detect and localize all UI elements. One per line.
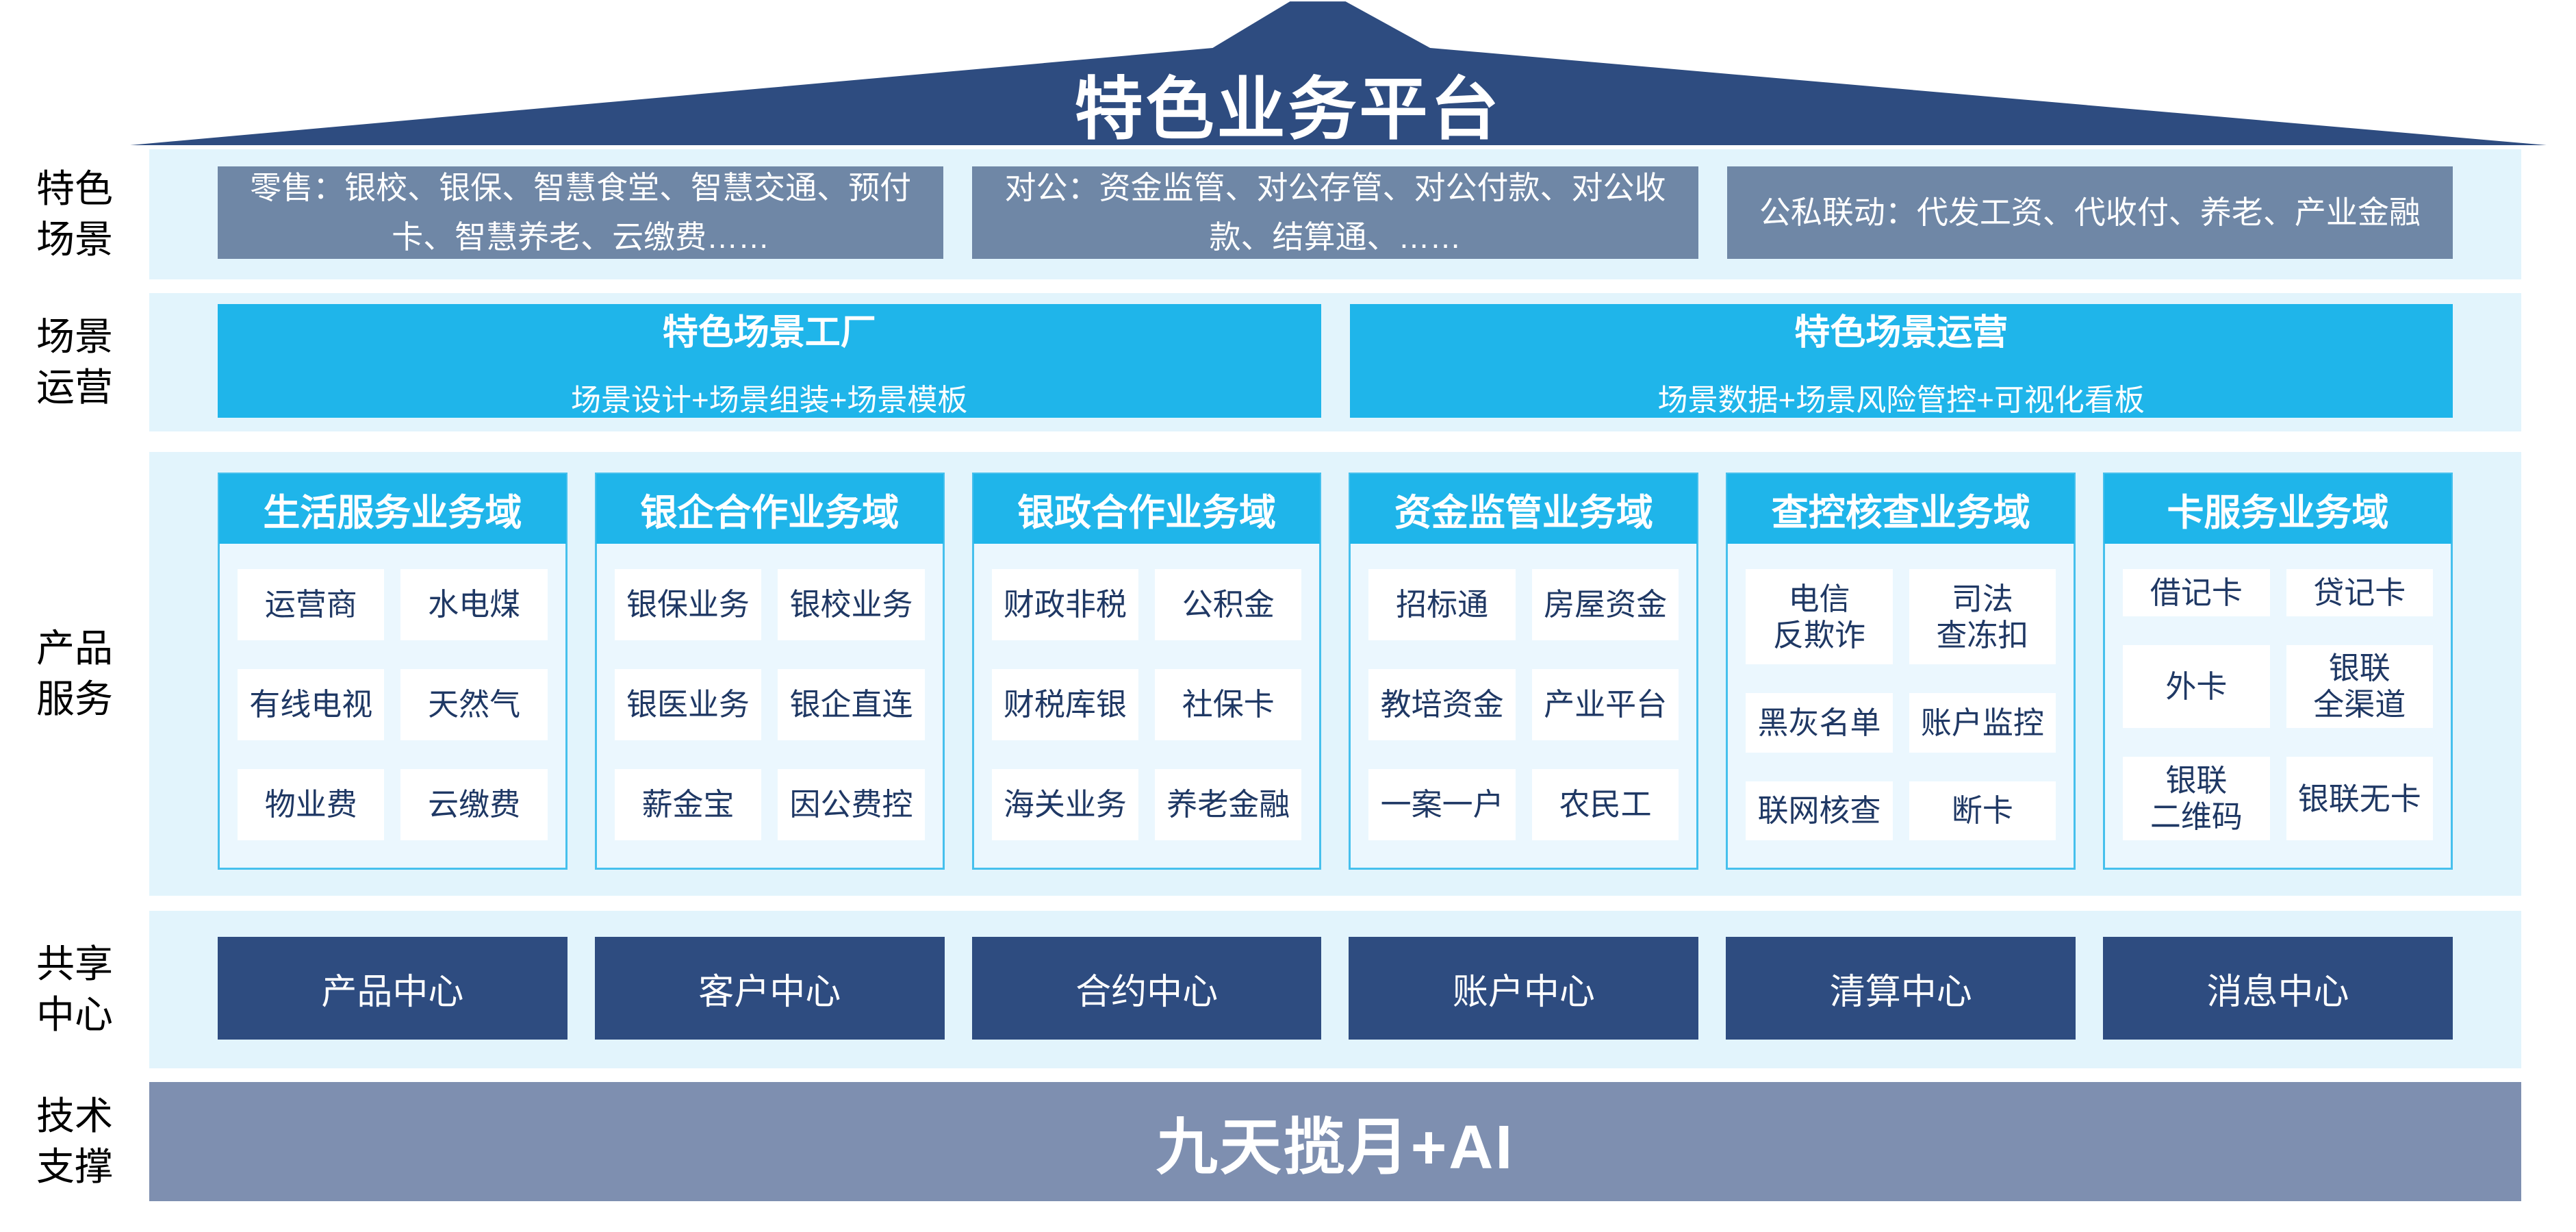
product-column-body: 借记卡 贷记卡 外卡 银联 全渠道 银联 二维码 银联无卡: [2105, 543, 2451, 868]
share-center-box-customer: 客户中心: [594, 937, 945, 1040]
product-cell: 有线电视: [238, 669, 385, 740]
scene-box-public-private: 公私联动：代发工资、代收付、养老、产业金融: [1726, 166, 2453, 259]
product-row: 生活服务业务域 运营商 水电煤 有线电视 天然气 物业费 云缴费 银企合作业务域…: [149, 452, 2521, 896]
share-center-box-message: 消息中心: [2103, 937, 2453, 1040]
product-cell: 一案一户: [1368, 769, 1516, 840]
product-cell: 物业费: [238, 769, 385, 840]
product-column-header: 生活服务业务域: [219, 474, 566, 544]
product-cell: 银联 二维码: [2123, 757, 2270, 840]
product-cell: 因公费控: [778, 769, 925, 840]
product-cell: 海关业务: [991, 769, 1139, 840]
product-column-bank-enterprise: 银企合作业务域 银保业务 银校业务 银医业务 银企直连 薪金宝 因公费控: [594, 473, 945, 870]
share-center-box-clearing: 清算中心: [1726, 937, 2076, 1040]
ops-box-scene-factory: 特色场景工厂 场景设计+场景组装+场景模板: [218, 304, 1321, 418]
row-label-scene: 特色 场景: [36, 167, 113, 261]
product-cell: 断卡: [1909, 781, 2056, 840]
product-cell: 招标通: [1368, 569, 1516, 640]
product-cell: 养老金融: [1155, 769, 1302, 840]
product-column-body: 电信 反欺诈 司法 查冻扣 黑灰名单 账户监控 联网核查 断卡: [1728, 543, 2074, 868]
product-column-body: 招标通 房屋资金 教培资金 产业平台 一案一户 农民工: [1351, 543, 1696, 868]
product-cell: 农民工: [1531, 769, 1679, 840]
scene-box-corporate: 对公：资金监管、对公存管、对公付款、对公收款、结算通、……: [972, 166, 1698, 259]
diagram-title: 特色业务平台: [1074, 71, 1502, 148]
ops-box-scene-operation: 特色场景运营 场景数据+场景风险管控+可视化看板: [1349, 304, 2453, 418]
product-cell: 贷记卡: [2286, 569, 2433, 616]
product-cell: 财政非税: [991, 569, 1139, 640]
product-cell: 公积金: [1155, 569, 1302, 640]
row-label-tech: 技术 支撑: [36, 1094, 113, 1188]
ops-box-subtitle: 场景设计+场景组装+场景模板: [571, 383, 968, 417]
share-center-box-product: 产品中心: [218, 937, 568, 1040]
product-column-header: 银企合作业务域: [596, 474, 943, 544]
share-center-box-contract: 合约中心: [971, 937, 1322, 1040]
product-cell: 天然气: [400, 669, 548, 740]
product-cell: 银企直连: [778, 669, 925, 740]
product-cell: 账户监控: [1909, 693, 2056, 753]
product-cell: 教培资金: [1368, 669, 1516, 740]
product-column-body: 银保业务 银校业务 银医业务 银企直连 薪金宝 因公费控: [597, 543, 943, 868]
ops-box-title: 特色场景运营: [1794, 312, 2008, 353]
share-center-box-account: 账户中心: [1349, 937, 1699, 1040]
product-cell: 薪金宝: [614, 769, 762, 840]
row-label-product: 产品 服务: [36, 627, 113, 720]
product-cell: 社保卡: [1155, 669, 1302, 740]
product-cell: 水电煤: [400, 569, 548, 640]
product-cell: 房屋资金: [1531, 569, 1679, 640]
product-cell: 外卡: [2123, 644, 2270, 729]
product-cell: 运营商: [238, 569, 385, 640]
row-label-ops: 场景 运营: [36, 315, 113, 409]
product-column-header: 查控核查业务域: [1727, 474, 2075, 544]
product-cell: 电信 反欺诈: [1746, 569, 1893, 665]
product-cell: 黑灰名单: [1746, 693, 1893, 753]
product-column-fund-supervision: 资金监管业务域 招标通 房屋资金 教培资金 产业平台 一案一户 农民工: [1349, 473, 1699, 870]
product-cell: 借记卡: [2123, 569, 2270, 616]
scene-row: 零售：银校、银保、智慧食堂、智慧交通、预付卡、智慧养老、云缴费…… 对公：资金监…: [149, 149, 2521, 279]
ops-box-subtitle: 场景数据+场景风险管控+可视化看板: [1657, 383, 2145, 417]
product-cell: 财税库银: [991, 669, 1139, 740]
product-column-life-service: 生活服务业务域 运营商 水电煤 有线电视 天然气 物业费 云缴费: [218, 473, 568, 870]
share-row: 产品中心 客户中心 合约中心 账户中心 清算中心 消息中心: [149, 911, 2521, 1068]
row-label-share: 共享 中心: [36, 942, 113, 1036]
product-cell: 银联无卡: [2286, 757, 2433, 840]
product-cell: 云缴费: [400, 769, 548, 840]
product-column-check-verification: 查控核查业务域 电信 反欺诈 司法 查冻扣 黑灰名单 账户监控 联网核查 断卡: [1726, 473, 2076, 870]
product-column-header: 卡服务业务域: [2104, 474, 2451, 544]
ops-box-title: 特色场景工厂: [662, 312, 876, 353]
ops-row: 特色场景工厂 场景设计+场景组装+场景模板 特色场景运营 场景数据+场景风险管控…: [149, 293, 2521, 431]
scene-box-retail: 零售：银校、银保、智慧食堂、智慧交通、预付卡、智慧养老、云缴费……: [218, 166, 944, 259]
product-cell: 银联 全渠道: [2286, 644, 2433, 729]
product-column-header: 银政合作业务域: [973, 474, 1321, 544]
tech-bar: 九天揽月+AI: [149, 1082, 2521, 1201]
product-cell: 银校业务: [778, 569, 925, 640]
product-cell: 银保业务: [614, 569, 762, 640]
product-cell: 司法 查冻扣: [1909, 569, 2056, 665]
product-column-header: 资金监管业务域: [1350, 474, 1698, 544]
tech-bar-label: 九天揽月+AI: [1156, 1114, 1515, 1182]
product-column-card-service: 卡服务业务域 借记卡 贷记卡 外卡 银联 全渠道 银联 二维码 银联无卡: [2103, 473, 2453, 870]
product-cell: 产业平台: [1531, 669, 1679, 740]
product-column-body: 财政非税 公积金 财税库银 社保卡 海关业务 养老金融: [974, 543, 1320, 868]
product-cell: 联网核查: [1746, 781, 1893, 840]
product-cell: 银医业务: [614, 669, 762, 740]
product-column-bank-government: 银政合作业务域 财政非税 公积金 财税库银 社保卡 海关业务 养老金融: [971, 473, 1322, 870]
product-column-body: 运营商 水电煤 有线电视 天然气 物业费 云缴费: [220, 543, 565, 868]
